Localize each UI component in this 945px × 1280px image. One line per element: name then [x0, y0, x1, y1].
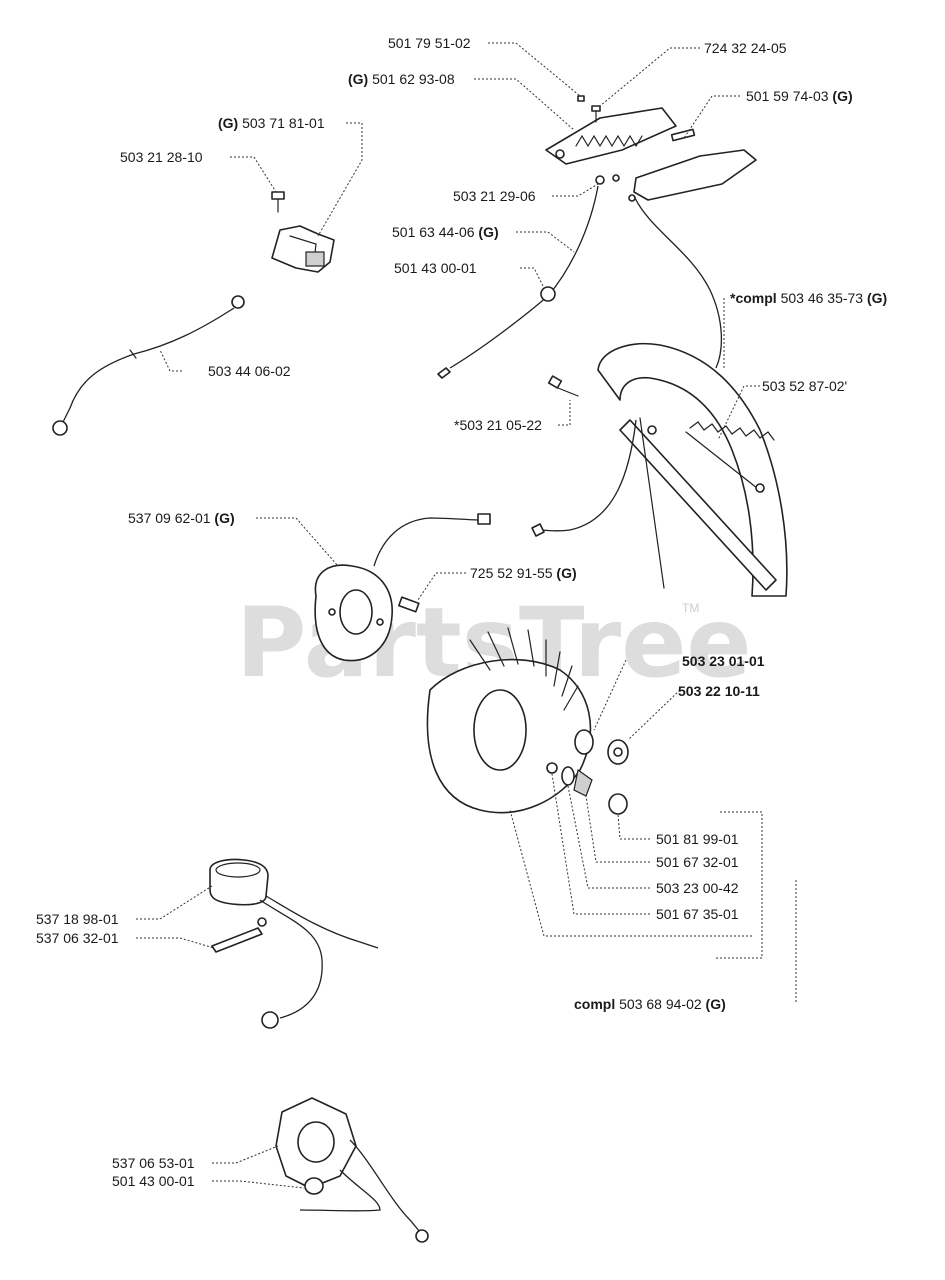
flywheel-part [426, 627, 592, 814]
washer-part [574, 729, 594, 755]
cable-part [633, 195, 723, 369]
screw-part [547, 375, 579, 397]
stop-wire-part [539, 419, 637, 532]
nut-part [577, 95, 585, 102]
nut-part [607, 739, 629, 765]
screw-part [591, 105, 601, 123]
part-label-503-44-06-02: 503 44 06-02 [208, 363, 291, 379]
part-label-503-23-01-01: 503 23 01-01 [682, 653, 765, 669]
part-label-503-46-35-73: *compl 503 46 35-73 (G) [730, 290, 887, 306]
muffler-plate-part [545, 107, 677, 165]
part-label-503-21-29-06: 503 21 29-06 [453, 188, 536, 204]
watermark-trademark: TM [682, 601, 699, 615]
part-label-724-32-24-05: 724 32 24-05 [704, 40, 787, 56]
part-label-725-52-91-55: 725 52 91-55 (G) [470, 565, 577, 581]
part-label-503-21-05-22: *503 21 05-22 [454, 417, 542, 433]
spring-part [685, 421, 775, 493]
wire-terminal-part [531, 523, 545, 537]
part-label-501-43-00-01: 501 43 00-01 [394, 260, 477, 276]
part-label-503-68-94-02: compl 503 68 94-02 (G) [574, 996, 726, 1012]
part-label-537-18-98-01: 537 18 98-01 [36, 911, 119, 927]
starter-pawl-parts [546, 762, 628, 815]
part-label-501-43-00-01-b: 501 43 00-01 [112, 1173, 195, 1189]
cable-part [639, 417, 665, 589]
ignition-module-part [271, 225, 335, 273]
ground-wire-part [52, 295, 245, 436]
spark-guard-part [612, 128, 757, 202]
leader-lines [136, 42, 797, 1189]
part-label-501-67-35-01: 501 67 35-01 [656, 906, 739, 922]
nut-part [304, 1177, 324, 1195]
part-label-503-71-81-01: (G) 503 71 81-01 [218, 115, 325, 131]
part-label-503-23-00-42: 503 23 00-42 [656, 880, 739, 896]
ignition-coil-part [314, 513, 491, 662]
throttle-cable-part [437, 185, 599, 379]
gasket-part [275, 1097, 429, 1243]
part-label-503-52-87-02: 503 52 87-02' [762, 378, 847, 394]
screw-part [271, 191, 285, 213]
screw-part [398, 596, 420, 613]
part-label-501-63-44-06: 501 63 44-06 (G) [392, 224, 499, 240]
part-label-501-79-51-02: 501 79 51-02 [388, 35, 471, 51]
part-label-503-22-10-11: 503 22 10-11 [678, 683, 760, 699]
part-label-503-21-28-10: 503 21 28-10 [120, 149, 203, 165]
screw-part [595, 175, 605, 185]
part-label-537-09-62-01: 537 09 62-01 (G) [128, 510, 235, 526]
part-label-501-67-32-01: 501 67 32-01 [656, 854, 739, 870]
part-label-537-06-53-01: 537 06 53-01 [112, 1155, 195, 1171]
terminal-part [211, 917, 267, 953]
coil-module-part [209, 858, 379, 1029]
part-label-501-59-74-03: 501 59 74-03 (G) [746, 88, 853, 104]
part-label-537-06-32-01: 537 06 32-01 [36, 930, 119, 946]
part-label-501-62-93-08: (G) 501 62 93-08 [348, 71, 455, 87]
handle-bar-part [597, 342, 788, 597]
part-label-501-81-99-01: 501 81 99-01 [656, 831, 739, 847]
